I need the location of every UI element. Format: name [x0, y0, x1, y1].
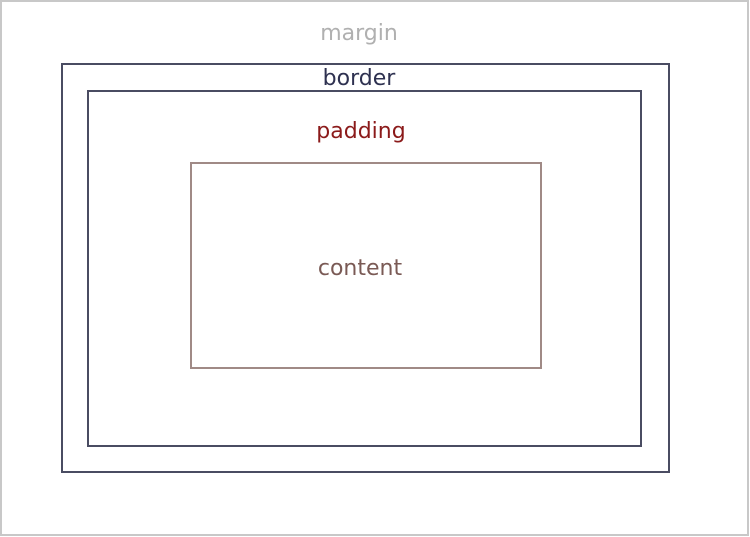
margin-label: margin — [320, 21, 398, 46]
content-label: content — [318, 256, 403, 281]
border-label: border — [323, 66, 397, 91]
border-outer-edge — [61, 63, 670, 473]
border-inner-edge — [87, 90, 642, 447]
content-box — [190, 162, 542, 369]
padding-label: padding — [316, 119, 405, 144]
